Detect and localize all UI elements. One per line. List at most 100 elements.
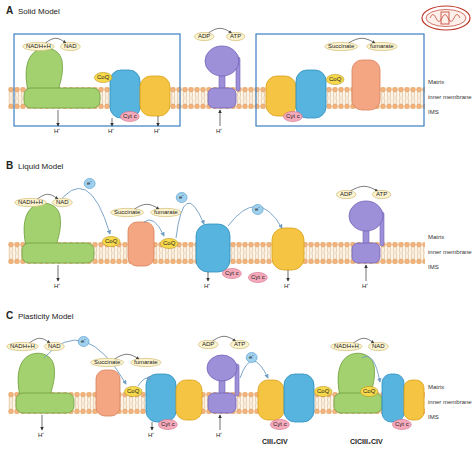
reaction-arrow [135,204,159,209]
complex-ii [352,60,380,110]
complex-i [24,203,60,246]
substrate-oval: Succinate [110,208,144,217]
panel-title: Plasticity Model [18,312,74,321]
node-text: e⁻ [179,194,184,201]
electron-path [228,206,282,228]
reaction-arrow [354,338,374,343]
shape-fill [367,42,397,50]
electron-path [176,203,204,238]
f1-head [207,355,237,381]
substrate-oval: fumarate [366,42,398,51]
node-text: NADH+H [334,343,359,350]
shape-fill [176,192,187,202]
shape-fill [226,32,244,40]
electron-marker: e⁻ [84,178,95,189]
shape-fill [158,419,177,429]
shape-fill [23,42,55,50]
node-text: fumarate [154,209,178,216]
substrate-oval: NADH+H [6,342,39,351]
substrate-oval: Succinate [324,42,358,51]
panel-letter: C [6,310,13,321]
compartment-label: inner membrane [428,94,472,101]
substrate-oval: fumarate [150,208,182,217]
node-text: ATP [230,33,241,40]
shape-fill [283,111,302,121]
compartment-label: Matrix [428,384,444,391]
shape-fill [94,72,112,82]
node-text: NAD [372,343,385,350]
substrate-oval: NAD [44,342,65,351]
node-text: NAD [56,199,69,206]
electron-path [362,356,380,382]
supercomplex-box [256,34,424,126]
complex-iii [146,374,176,422]
node-text: Cyt c [225,270,239,277]
cytochrome-c: Cyt c [222,268,242,279]
node-text: Cyt c [251,274,265,281]
complex-i [334,393,382,413]
electron-path [138,378,150,386]
node-text: ATP [234,341,245,348]
proton-label: H⁺ [216,432,222,439]
node-text: Cyt c [286,113,300,120]
node-text: NADH+H [26,43,51,50]
proton-arrow [288,270,289,281]
node-text: CoQ [105,238,117,245]
coenzyme-q: CoQ [314,386,332,397]
complex-iv [404,380,424,420]
node-text: ADP [340,191,352,198]
f1-head [349,201,383,231]
complex-label: CIII₂CIV [262,438,288,446]
reaction-arrow [209,28,232,33]
node-text: CoQ [97,74,109,81]
proton-label: H⁺ [154,128,160,135]
substrate-oval: ADP [194,32,214,41]
proton-arrow [220,415,221,430]
zoom-frame [441,12,449,24]
proton-label: H⁺ [108,128,114,135]
coenzyme-q: CoQ [360,386,378,397]
node-text: NADH+H [18,199,43,206]
substrate-oval: ATP [230,340,249,349]
node-text: Succinate [328,43,354,50]
reaction-arrow [349,38,375,43]
proton-arrow [58,110,59,126]
shape-fill [44,342,64,350]
electron-marker: e⁻ [252,204,263,215]
node-text: CoQ [127,388,139,395]
reaction-arrow [115,354,139,359]
complex-iv [272,228,304,270]
compartment-label: Matrix [428,79,444,86]
node-text: ATP [376,191,387,198]
shape-fill [246,352,257,362]
shape-fill [84,178,95,188]
proton-arrow [158,116,159,126]
complex-iv [266,76,296,116]
electron-path [240,361,268,378]
shape-fill [15,198,47,206]
reaction-arrow [213,336,236,341]
complex-iii [296,70,326,118]
mitochondrion-icon [422,6,470,30]
substrate-oval: fumarate [130,358,162,367]
node-text: Cyt c [161,421,175,428]
shape-fill [314,386,332,396]
node-text: Succinate [94,359,120,366]
shape-fill [392,419,411,429]
electron-marker: e⁻ [78,336,89,347]
coenzyme-q: CoQ [102,236,120,247]
cytochrome-c: Cyt c [283,111,303,122]
shape-fill [360,386,378,396]
proton-arrow [366,265,367,281]
shape-fill [248,272,267,282]
substrate-oval: NADH+H [14,198,47,207]
cristae [430,15,460,22]
shape-fill [91,358,124,366]
shape-fill [368,342,388,350]
shape-fill [252,204,263,214]
proton-label: H⁺ [54,128,60,135]
shape-fill [60,42,80,50]
node-text: Cyt c [395,421,409,428]
